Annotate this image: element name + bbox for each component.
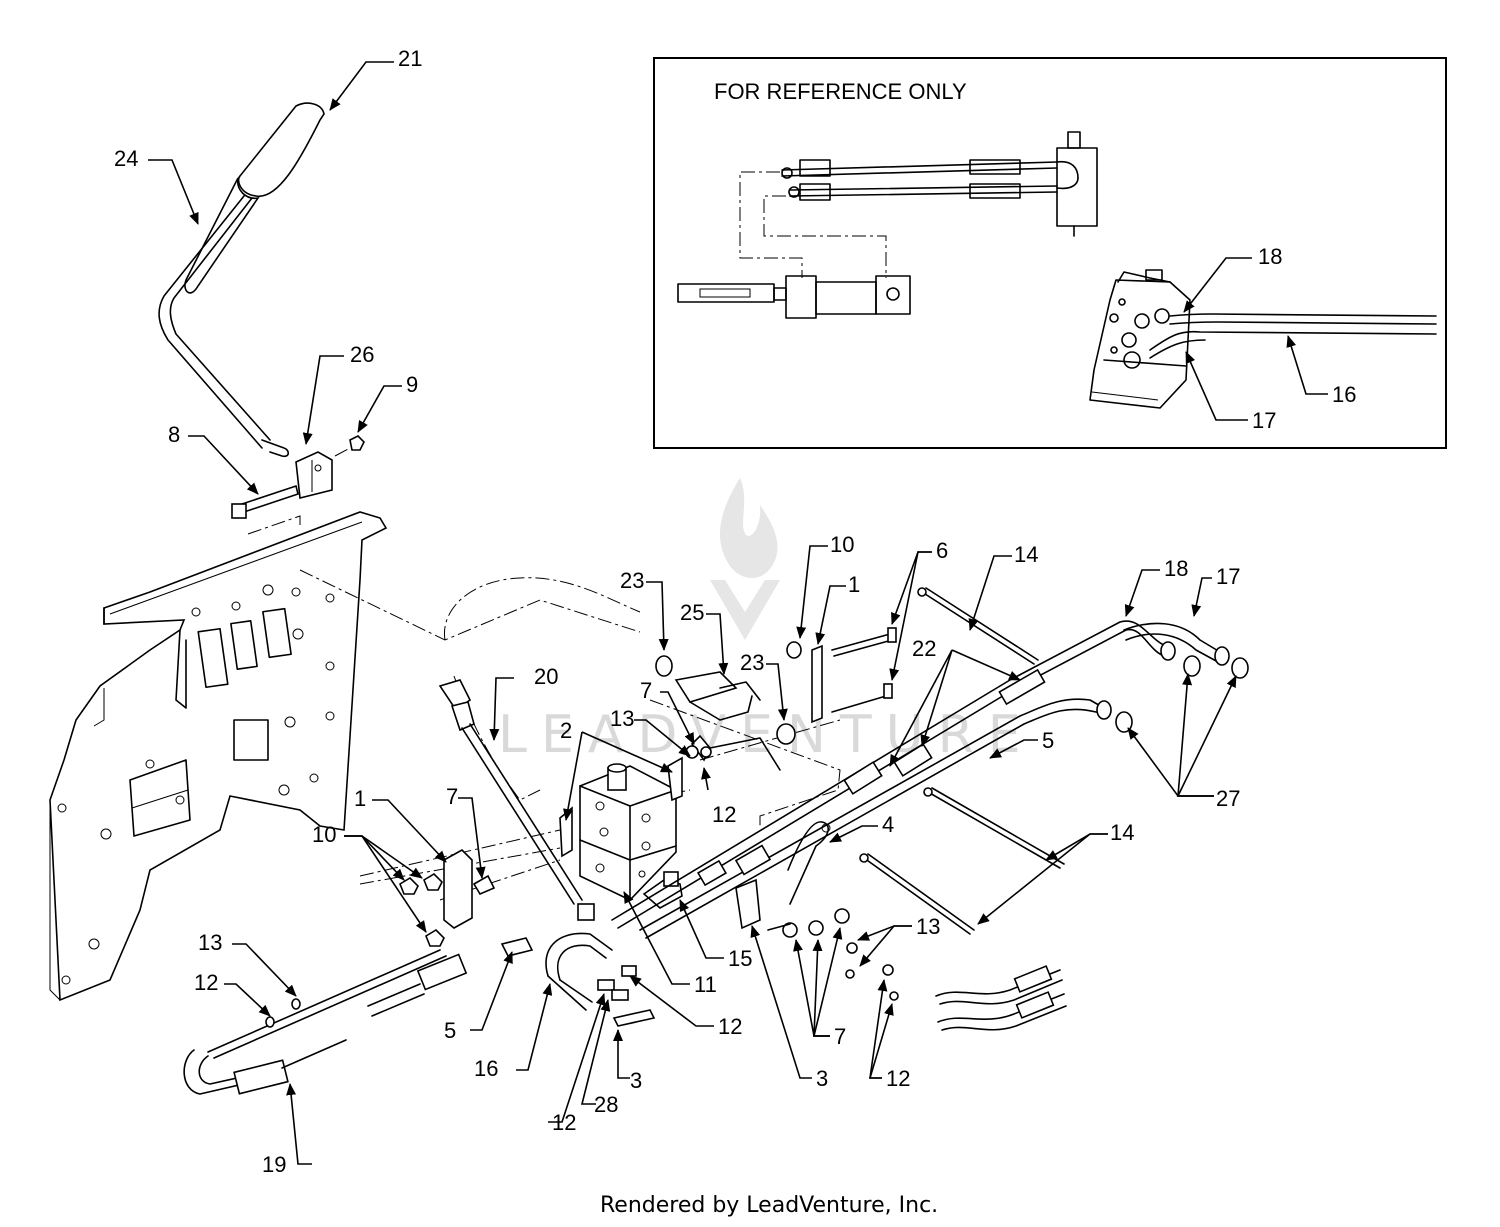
callout-3-left: 3 (630, 1068, 642, 1093)
callout-27: 27 (1216, 786, 1240, 811)
callout-7-top: 7 (640, 678, 652, 703)
callout-21: 21 (398, 46, 422, 71)
frame-panel (49, 511, 388, 1002)
callout-10-left: 10 (312, 822, 336, 847)
control-valve (559, 756, 683, 921)
callout-7-bottom: 7 (834, 1024, 846, 1049)
footer-credit: Rendered by LeadVenture, Inc. (600, 1193, 938, 1218)
callout-12-left: 12 (194, 970, 218, 995)
callout-5-left: 5 (444, 1018, 456, 1043)
watermark: LEADVENTURE (498, 478, 1035, 765)
callout-12-lower: 12 (718, 1014, 742, 1039)
callout-17-ref: 17 (1252, 408, 1276, 433)
callout-23-left: 23 (620, 568, 644, 593)
callout-7-left: 7 (446, 784, 458, 809)
left-hardware (183, 849, 656, 1095)
callout-19: 19 (262, 1152, 286, 1177)
callout-16-ref: 16 (1332, 382, 1356, 407)
reference-box: FOR REFERENCE ONLY (653, 57, 1447, 449)
callout-17: 17 (1216, 564, 1240, 589)
callout-12-bottom: 12 (552, 1110, 576, 1135)
callout-1-top: 1 (848, 572, 860, 597)
rod-20 (438, 679, 583, 905)
callout-14-top: 14 (1014, 542, 1038, 567)
callout-26: 26 (350, 342, 374, 367)
callout-20: 20 (534, 664, 558, 689)
callout-8: 8 (168, 422, 180, 447)
callout-12-mid: 12 (712, 802, 736, 827)
callout-23-right: 23 (740, 650, 764, 675)
callout-25: 25 (680, 600, 704, 625)
hoses-bottom-right (935, 965, 1067, 1031)
watermark-text: LEADVENTURE (498, 705, 1035, 765)
right-hardware (735, 821, 899, 1001)
lever-assembly (158, 102, 365, 519)
callout-18-ref: 18 (1258, 244, 1282, 269)
callout-9: 9 (406, 372, 418, 397)
callout-5-top: 5 (1042, 728, 1054, 753)
callout-4: 4 (882, 812, 894, 837)
callout-28: 28 (594, 1092, 618, 1117)
callout-13-right: 13 (916, 914, 940, 939)
callout-2: 2 (560, 718, 572, 743)
callout-13-left: 13 (198, 930, 222, 955)
callout-6: 6 (936, 538, 948, 563)
callout-18: 18 (1164, 556, 1188, 581)
callout-15: 15 (728, 946, 752, 971)
callout-1-left: 1 (354, 786, 366, 811)
hoses (611, 620, 1249, 939)
reference-title: FOR REFERENCE ONLY (714, 79, 967, 104)
callout-14-bottom: 14 (1110, 820, 1134, 845)
callout-3-right: 3 (816, 1066, 828, 1091)
callouts: 21 24 26 9 8 18 16 17 10 6 14 18 17 23 1… (114, 46, 1356, 1177)
cable-ties (859, 587, 1065, 935)
callout-10-top: 10 (830, 532, 854, 557)
callout-22: 22 (912, 636, 936, 661)
leader-lines (148, 61, 1328, 1165)
callout-24: 24 (114, 146, 138, 171)
linkage-parts (655, 627, 897, 771)
callout-16: 16 (474, 1056, 498, 1081)
callout-13-top: 13 (610, 706, 634, 731)
callout-11: 11 (694, 972, 717, 997)
callout-12-right: 12 (886, 1066, 910, 1091)
